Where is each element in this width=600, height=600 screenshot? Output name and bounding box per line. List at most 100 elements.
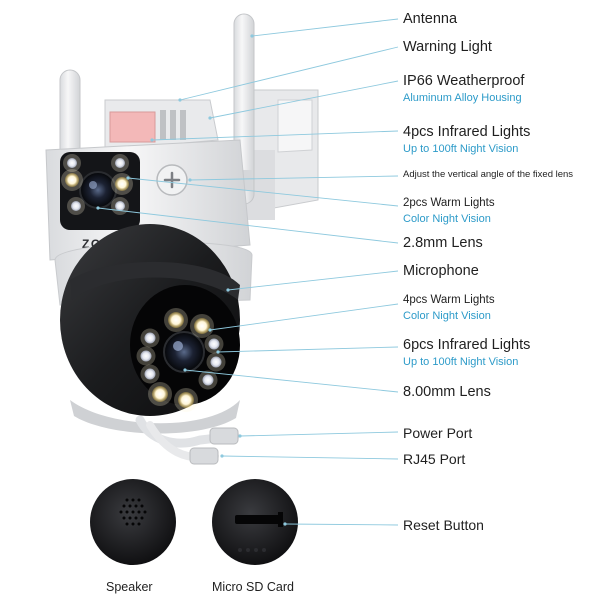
leader-line-warm-2 bbox=[127, 177, 399, 207]
speaker-hole bbox=[119, 510, 123, 514]
led-light-icon bbox=[115, 177, 129, 191]
led-light-icon bbox=[202, 374, 214, 386]
speaker-hole bbox=[143, 510, 147, 514]
speaker-hole bbox=[140, 516, 144, 520]
leader-line-reset-button bbox=[284, 523, 399, 526]
leader-dot bbox=[150, 138, 154, 142]
leader-dot bbox=[183, 368, 187, 372]
led-light-icon bbox=[115, 158, 125, 168]
callout-label: IP66 Weatherproof bbox=[403, 73, 525, 89]
speaker-hole bbox=[137, 522, 141, 526]
speaker-hole bbox=[137, 510, 141, 514]
led-light-icon bbox=[178, 392, 194, 408]
leader-line-antenna bbox=[251, 18, 399, 37]
speaker-hole bbox=[128, 516, 132, 520]
led-light-icon bbox=[115, 201, 125, 211]
callout-adjust-angle: Adjust the vertical angle of the fixed l… bbox=[403, 170, 573, 180]
callout-infrared-6: 6pcs Infrared Lights Up to 100ft Night V… bbox=[403, 338, 530, 368]
speaker-hole bbox=[134, 504, 138, 508]
led-light-icon bbox=[144, 332, 156, 344]
leader-dot bbox=[188, 178, 192, 182]
leader-dot bbox=[216, 350, 220, 354]
callout-label: 4pcs Infrared Lights bbox=[403, 124, 531, 140]
callout-sublabel: Color Night Vision bbox=[403, 212, 491, 225]
leader-dot bbox=[283, 522, 287, 526]
sd-card-inset bbox=[212, 479, 298, 565]
leader-dot bbox=[96, 206, 100, 210]
leader-dot bbox=[126, 176, 130, 180]
speaker-hole bbox=[131, 498, 135, 502]
callout-label: Power Port bbox=[403, 425, 473, 441]
callout-warning-light: Warning Light bbox=[403, 40, 492, 55]
callout-sublabel: Up to 100ft Night Vision bbox=[403, 355, 519, 368]
leader-line-microphone bbox=[227, 270, 399, 291]
leader-line-power-port bbox=[239, 431, 399, 437]
led-light-icon bbox=[140, 350, 152, 362]
callout-label: 4pcs Warm Lights bbox=[403, 294, 495, 306]
callout-label: Adjust the vertical angle of the fixed l… bbox=[403, 169, 574, 180]
upper-housing bbox=[45, 99, 251, 261]
callout-label: 2pcs Warm Lights bbox=[403, 197, 495, 209]
caption-speaker: Speaker bbox=[106, 580, 153, 594]
leader-dot bbox=[226, 288, 230, 292]
speaker-inset bbox=[90, 479, 176, 565]
leader-dot bbox=[178, 98, 182, 102]
led-light-icon bbox=[210, 356, 222, 368]
speaker-hole bbox=[131, 522, 135, 526]
speaker-hole bbox=[131, 510, 135, 514]
speaker-hole bbox=[125, 522, 129, 526]
caption-sd-card: Micro SD Card bbox=[212, 580, 294, 594]
callout-warm-4: 4pcs Warm Lights Color Night Vision bbox=[403, 294, 495, 322]
callout-label: Reset Button bbox=[403, 517, 484, 533]
leader-line-lens-2-8 bbox=[97, 207, 399, 244]
callout-infrared-4: 4pcs Infrared Lights Up to 100ft Night V… bbox=[403, 125, 530, 155]
callout-antenna: Antenna bbox=[403, 12, 457, 27]
speaker-hole bbox=[140, 504, 144, 508]
callout-label: RJ45 Port bbox=[403, 451, 466, 467]
callout-label: Warning Light bbox=[403, 39, 492, 55]
led-light-icon bbox=[208, 338, 220, 350]
speaker-hole bbox=[122, 504, 126, 508]
callout-sublabel: Up to 100ft Night Vision bbox=[403, 142, 519, 155]
led-light-icon bbox=[67, 158, 77, 168]
leader-line-rj45-port bbox=[221, 455, 399, 460]
leader-dot bbox=[208, 328, 212, 332]
leader-line-weatherproof bbox=[209, 80, 399, 119]
led-light-icon bbox=[144, 368, 156, 380]
callout-sublabel: Aluminum Alloy Housing bbox=[403, 91, 522, 104]
leader-line-warning-light bbox=[179, 46, 399, 101]
callout-label: 2.8mm Lens bbox=[403, 235, 483, 251]
callout-label: Antenna bbox=[403, 11, 458, 27]
speaker-hole bbox=[122, 516, 126, 520]
callout-lens-8: 8.00mm Lens bbox=[403, 385, 491, 400]
led-light-icon bbox=[194, 318, 210, 334]
leader-line-infrared-6 bbox=[217, 346, 399, 353]
callout-power-port: Power Port bbox=[403, 426, 472, 440]
callout-label: 8.00mm Lens bbox=[403, 384, 491, 400]
leader-line-warm-4 bbox=[209, 303, 399, 331]
callout-rj45-port: RJ45 Port bbox=[403, 452, 465, 466]
leader-line-adjust-angle bbox=[189, 175, 399, 181]
leader-line-infrared-4 bbox=[151, 130, 399, 141]
callout-label: Microphone bbox=[403, 263, 479, 279]
ptz-body bbox=[54, 224, 253, 416]
callout-microphone: Microphone bbox=[403, 264, 479, 279]
leader-dot bbox=[220, 454, 224, 458]
callout-sublabel: Color Night Vision bbox=[403, 309, 491, 322]
callout-lens-2-8: 2.8mm Lens bbox=[403, 236, 483, 251]
leader-dot bbox=[208, 116, 212, 120]
leader-line-lens-8 bbox=[184, 369, 399, 393]
callout-reset-button: Reset Button bbox=[403, 518, 484, 532]
speaker-hole bbox=[125, 498, 129, 502]
speaker-hole bbox=[128, 504, 132, 508]
speaker-hole bbox=[134, 516, 138, 520]
speaker-hole bbox=[137, 498, 141, 502]
led-light-icon bbox=[65, 173, 79, 187]
speaker-hole bbox=[125, 510, 129, 514]
cable bbox=[135, 415, 240, 465]
callout-weatherproof: IP66 Weatherproof Aluminum Alloy Housing bbox=[403, 74, 524, 104]
led-light-icon bbox=[152, 386, 168, 402]
led-light-icon bbox=[71, 201, 81, 211]
